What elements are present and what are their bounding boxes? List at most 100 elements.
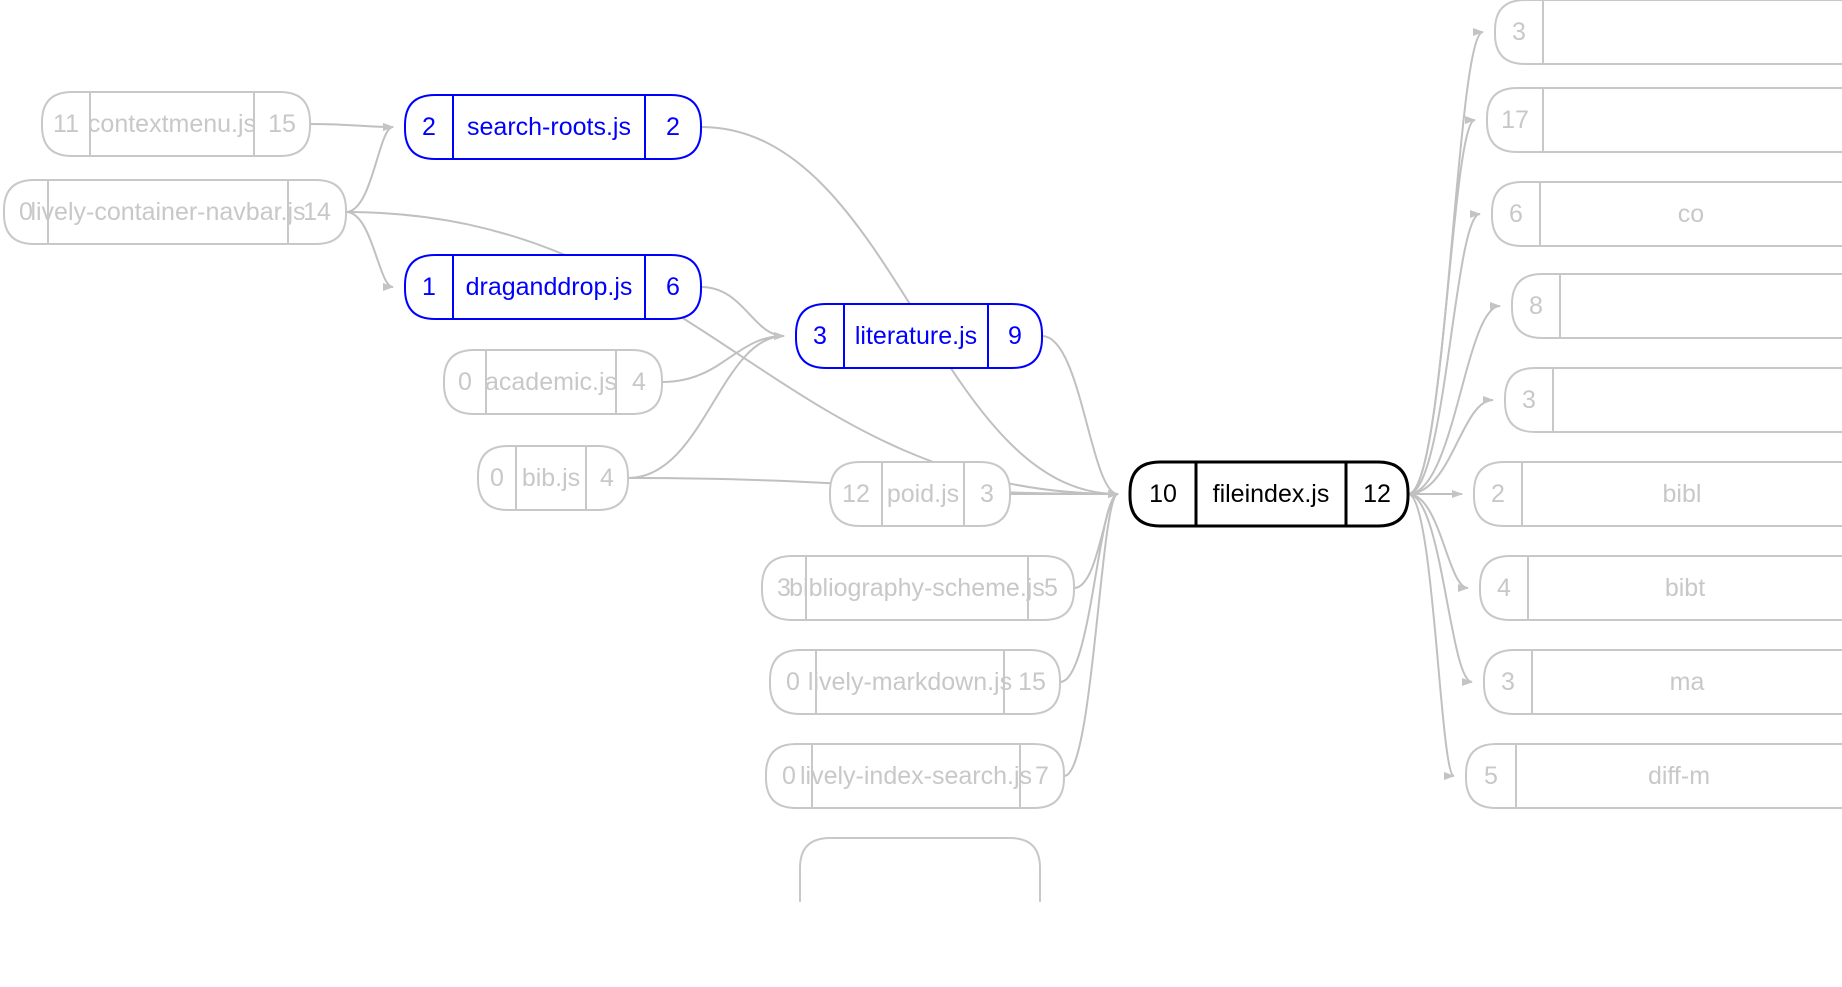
node-out-count: 6 [666, 273, 680, 301]
node-filename: bibt [1665, 574, 1705, 602]
node-in-count: 0 [786, 668, 800, 696]
graph-edge [627, 332, 785, 479]
node-outline [765, 743, 1065, 809]
node-outline [1465, 743, 1842, 809]
node-filename: ma [1670, 668, 1705, 696]
node-outline [1511, 273, 1842, 339]
node-in-count: 2 [422, 113, 436, 141]
node-out-count: 7 [1035, 762, 1049, 790]
node-filename: lively-container-navbar.js [30, 198, 305, 226]
graph-edge [700, 286, 785, 340]
graph-node-search-roots[interactable]: 2 2 search-roots.js [404, 94, 702, 160]
graph-node-bib[interactable]: 0 4 bib.js [477, 445, 629, 511]
node-in-count: 3 [813, 322, 827, 350]
graph-node-right-4-bibt[interactable]: 4 bibt [1479, 555, 1842, 621]
node-out-count: 2 [666, 113, 680, 141]
node-outline [1473, 461, 1842, 527]
node-outline [1491, 181, 1842, 247]
node-in-count: 3 [1501, 668, 1515, 696]
node-in-count: 3 [1522, 386, 1536, 414]
node-in-count: 12 [842, 480, 870, 508]
graph-edge [1041, 335, 1119, 498]
node-outline [404, 94, 702, 160]
graph-node-bottom-partial[interactable] [799, 837, 1041, 902]
node-filename: lively-index-search.js [800, 762, 1032, 790]
graph-node-academic[interactable]: 0 4 academic.js [443, 349, 663, 415]
graph-node-contextmenu[interactable]: 11 15 contextmenu.js [41, 91, 311, 157]
node-outline [1483, 649, 1842, 715]
node-outline [1504, 367, 1842, 433]
node-outline [404, 254, 702, 320]
graph-edge [345, 211, 394, 291]
node-outline [1128, 460, 1410, 528]
node-filename: search-roots.js [467, 113, 631, 141]
node-outline [443, 349, 663, 415]
node-out-count: 15 [268, 110, 296, 138]
node-in-count: 6 [1509, 200, 1523, 228]
node-filename: co [1678, 200, 1704, 228]
node-outline [795, 303, 1043, 369]
node-outline [41, 91, 311, 157]
node-outline [3, 179, 347, 245]
node-in-count: 11 [53, 110, 79, 138]
node-out-count: 12 [1363, 480, 1391, 508]
node-outline [799, 837, 1041, 902]
node-in-count: 2 [1491, 480, 1505, 508]
node-in-count: 0 [490, 464, 504, 492]
node-in-count: 10 [1149, 480, 1177, 508]
node-in-count: 1 [422, 273, 436, 301]
node-out-count: 4 [600, 464, 614, 492]
graph-edge [1407, 493, 1455, 780]
node-in-count: 0 [19, 198, 33, 226]
node-in-count: 0 [782, 762, 796, 790]
node-in-count: 4 [1497, 574, 1511, 602]
node-in-count: 0 [458, 368, 472, 396]
node-filename: diff-m [1648, 762, 1710, 790]
graph-node-right-3a[interactable]: 3 [1494, 0, 1842, 65]
graph-edge [1059, 490, 1119, 683]
node-out-count: 14 [303, 198, 331, 226]
graph-node-right-5-diffm[interactable]: 5 diff-m [1465, 743, 1842, 809]
node-filename: poid.js [887, 480, 959, 508]
graph-node-poid[interactable]: 12 3 poid.js [829, 461, 1011, 527]
node-filename: contextmenu.js [88, 110, 256, 138]
node-filename: bibliography-scheme.js [789, 574, 1045, 602]
node-out-count: 15 [1018, 668, 1046, 696]
node-filename: bib.js [522, 464, 580, 492]
node-in-count: 8 [1529, 292, 1543, 320]
graph-node-right-17[interactable]: 17 [1486, 87, 1842, 153]
graph-edge [1407, 210, 1481, 495]
graph-edge [661, 332, 785, 383]
graph-node-right-3-ma[interactable]: 3 ma [1483, 649, 1842, 715]
node-out-count: 4 [632, 368, 646, 396]
graph-node-right-8[interactable]: 8 [1511, 273, 1842, 339]
node-outline [1479, 555, 1842, 621]
graph-edge [309, 122, 394, 131]
node-in-count: 3 [1512, 18, 1526, 46]
node-filename: academic.js [485, 368, 617, 396]
node-out-count: 5 [1044, 574, 1058, 602]
node-filename: literature.js [855, 322, 977, 350]
graph-edge [345, 123, 394, 213]
node-outline [761, 555, 1075, 621]
graph-node-right-3b[interactable]: 3 [1504, 367, 1842, 433]
graph-edge [1063, 490, 1119, 777]
node-out-count: 3 [980, 480, 994, 508]
graph-node-right-6-co[interactable]: 6 co [1491, 181, 1842, 247]
node-in-count: 3 [777, 574, 791, 602]
graph-edge [1407, 493, 1469, 592]
node-in-count: 5 [1484, 762, 1498, 790]
node-outline [769, 649, 1061, 715]
node-filename: lively-markdown.js [808, 668, 1012, 696]
